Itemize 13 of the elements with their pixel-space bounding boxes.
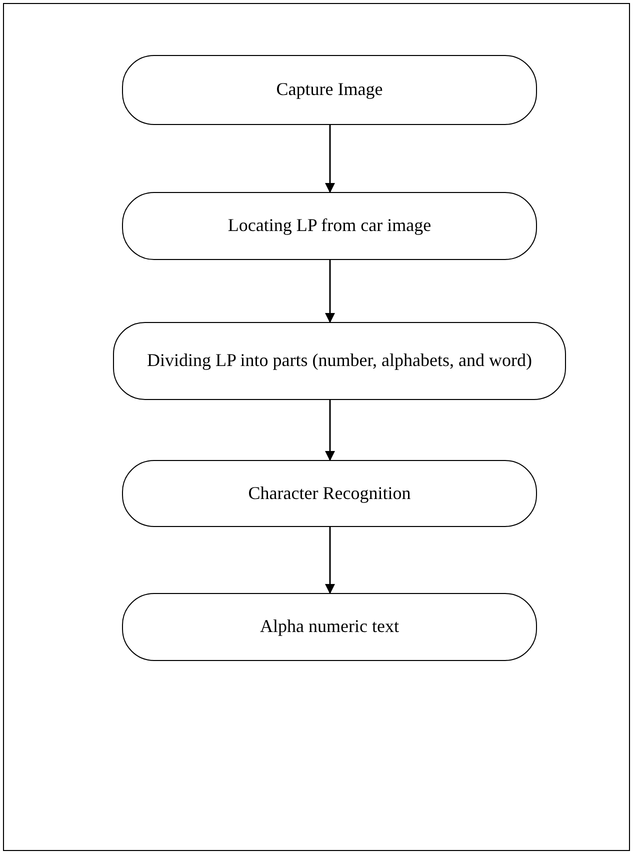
arrow [325, 527, 335, 594]
step-label: Locating LP from car image [228, 214, 432, 238]
process-box [122, 593, 537, 661]
process-box [113, 322, 566, 400]
step-label: Alpha numeric text [260, 615, 399, 638]
step-label: Dividing LP into parts (number, alphabets, and word) [146, 349, 532, 372]
step-label: Character Recognition [248, 482, 411, 505]
arrow [325, 260, 335, 323]
arrow [325, 400, 335, 461]
process-box [122, 192, 537, 260]
step-label: Capture Image [276, 78, 383, 102]
arrow [325, 125, 335, 193]
process-box [122, 55, 537, 125]
